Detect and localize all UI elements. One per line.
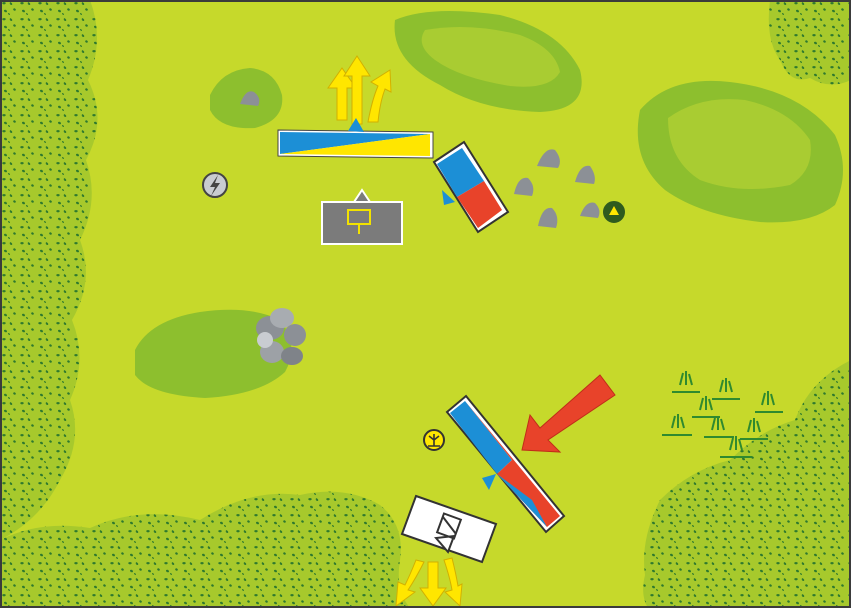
sprout-marker[interactable] [424,430,444,450]
lightning-marker[interactable] [203,173,227,197]
triangle-marker[interactable] [604,202,624,222]
